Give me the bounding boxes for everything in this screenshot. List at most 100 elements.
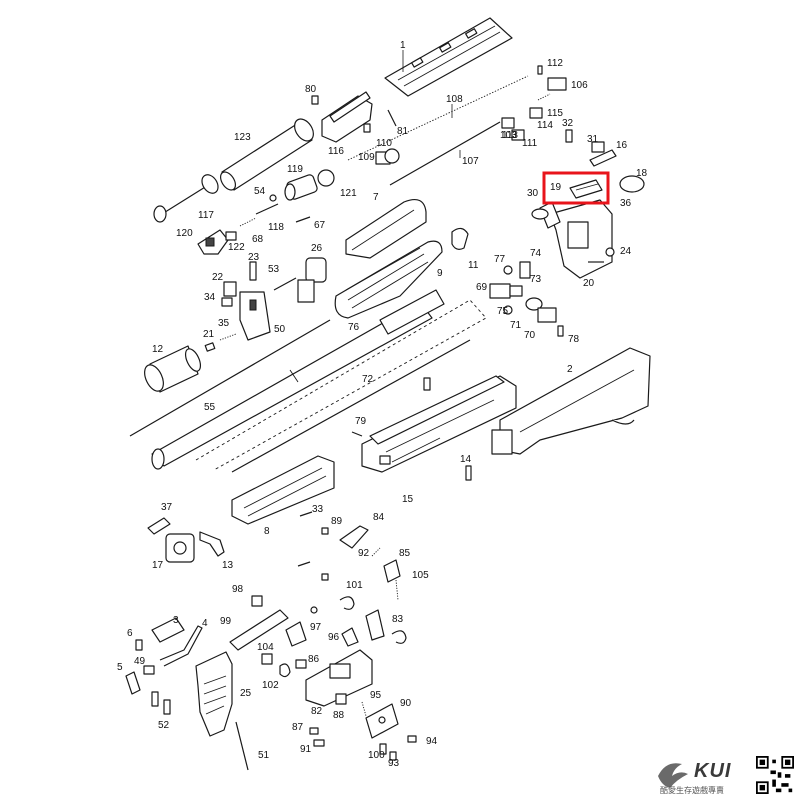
label-9: 8: [264, 526, 270, 537]
label-53: 52: [158, 720, 170, 731]
part-108-guide-rod: [389, 121, 501, 186]
label-88: 87: [292, 722, 304, 733]
part-78b-part: [310, 606, 318, 614]
part-7-drawing: [384, 17, 513, 97]
label-35: 34: [204, 292, 216, 303]
part-95-part: [407, 735, 417, 743]
part-53b-screw: [163, 699, 171, 715]
part-54-pin: [273, 277, 297, 291]
label-94: 93: [388, 758, 400, 769]
part-89-part: [335, 693, 347, 705]
part-81-screw: [311, 95, 319, 105]
part-88-part: [309, 727, 319, 735]
label-11: 9: [437, 268, 443, 279]
part-11-handguard: [334, 240, 443, 319]
label-14: 13: [222, 560, 234, 571]
label-16: 15: [402, 494, 414, 505]
part-53-screw: [151, 691, 159, 707]
label-112: 111: [522, 138, 538, 149]
part-49-lever: [147, 517, 171, 535]
part-116-spring: [537, 93, 551, 101]
part-79-screw: [557, 325, 564, 337]
label-54: 53: [268, 264, 280, 275]
part-2-stock: [491, 347, 651, 455]
label-24: 23: [248, 252, 260, 263]
label-123: 122: [228, 242, 245, 253]
part-19-cylinder: [619, 175, 645, 193]
label-95: 94: [426, 736, 438, 747]
part-20-drawing: [569, 179, 603, 199]
part-123-part: [225, 231, 237, 241]
label-75: 74: [530, 248, 542, 259]
label-70: 69: [476, 282, 488, 293]
part-102-spring: [339, 596, 355, 610]
label-34: 33: [312, 504, 324, 515]
part-labels: 1 2 3 4 5 6 7 8 9 11 12 13 14 15 16 17 1…: [117, 40, 648, 769]
part-75-block: [519, 261, 531, 279]
label-31: 30: [527, 188, 539, 199]
label-52: 51: [258, 750, 270, 761]
part-86-part: [383, 559, 401, 583]
part-74-block: [509, 285, 523, 297]
label-120: 119: [287, 164, 303, 175]
label-84: 83: [392, 614, 404, 625]
part-115-block: [529, 107, 543, 119]
label-73: 72: [362, 374, 374, 385]
label-51: 50: [274, 324, 286, 335]
label-117: 116: [328, 146, 344, 157]
label-55: 54: [254, 186, 266, 197]
label-4: 4: [202, 618, 208, 629]
part-124-gas-tube: [219, 118, 314, 191]
label-67: 55: [204, 402, 216, 413]
part-37-trunnion: [539, 199, 613, 279]
part-14-spring: [199, 531, 225, 557]
part-113-pin: [537, 65, 543, 75]
part-70-block: [489, 283, 511, 299]
label-97: 96: [328, 632, 340, 643]
kui-logo-icon: [658, 763, 688, 788]
label-68: 67: [314, 220, 326, 231]
label-80: 79: [355, 416, 367, 427]
label-5: 5: [117, 662, 123, 673]
part-114-block: [501, 117, 515, 129]
part-84-trigger: [365, 609, 385, 641]
label-122: 121: [340, 188, 357, 199]
label-15: 14: [460, 454, 472, 465]
part-105-part: [261, 653, 273, 665]
label-106: 105: [412, 570, 429, 581]
part-119-pin: [255, 203, 279, 215]
label-82: 81: [397, 126, 409, 137]
label-90: 89: [331, 516, 343, 527]
label-103: 102: [262, 680, 279, 691]
part-68-pin: [295, 216, 311, 223]
part-98-part: [285, 621, 307, 647]
part-3-plate: [151, 617, 185, 643]
label-76: 75: [497, 306, 509, 317]
part-94-part: [389, 751, 397, 761]
label-89: 88: [333, 710, 345, 721]
label-18: 17: [152, 560, 164, 571]
label-72: 71: [510, 320, 522, 331]
part-36-spring: [219, 333, 237, 341]
label-37: 36: [620, 198, 632, 209]
part-96-spring: [361, 701, 367, 717]
part-78-part: [503, 265, 513, 275]
label-2: 2: [567, 364, 573, 375]
label-107: 106: [571, 80, 588, 91]
label-98: 97: [310, 622, 322, 633]
part-18-housing: [165, 533, 195, 563]
label-93: 92: [358, 548, 370, 559]
part-111-part: [384, 148, 400, 164]
label-20: 19: [550, 182, 562, 193]
part-12-clip: [451, 227, 469, 250]
label-21: 20: [583, 278, 595, 289]
part-109-spring: [347, 75, 529, 161]
label-86: 85: [399, 548, 411, 559]
label-25: 24: [620, 246, 632, 257]
label-32: 31: [587, 134, 599, 145]
part-122-ring: [317, 169, 335, 187]
part-23-part: [223, 281, 237, 297]
label-104: 103: [500, 130, 517, 141]
label-6: 6: [127, 628, 133, 639]
